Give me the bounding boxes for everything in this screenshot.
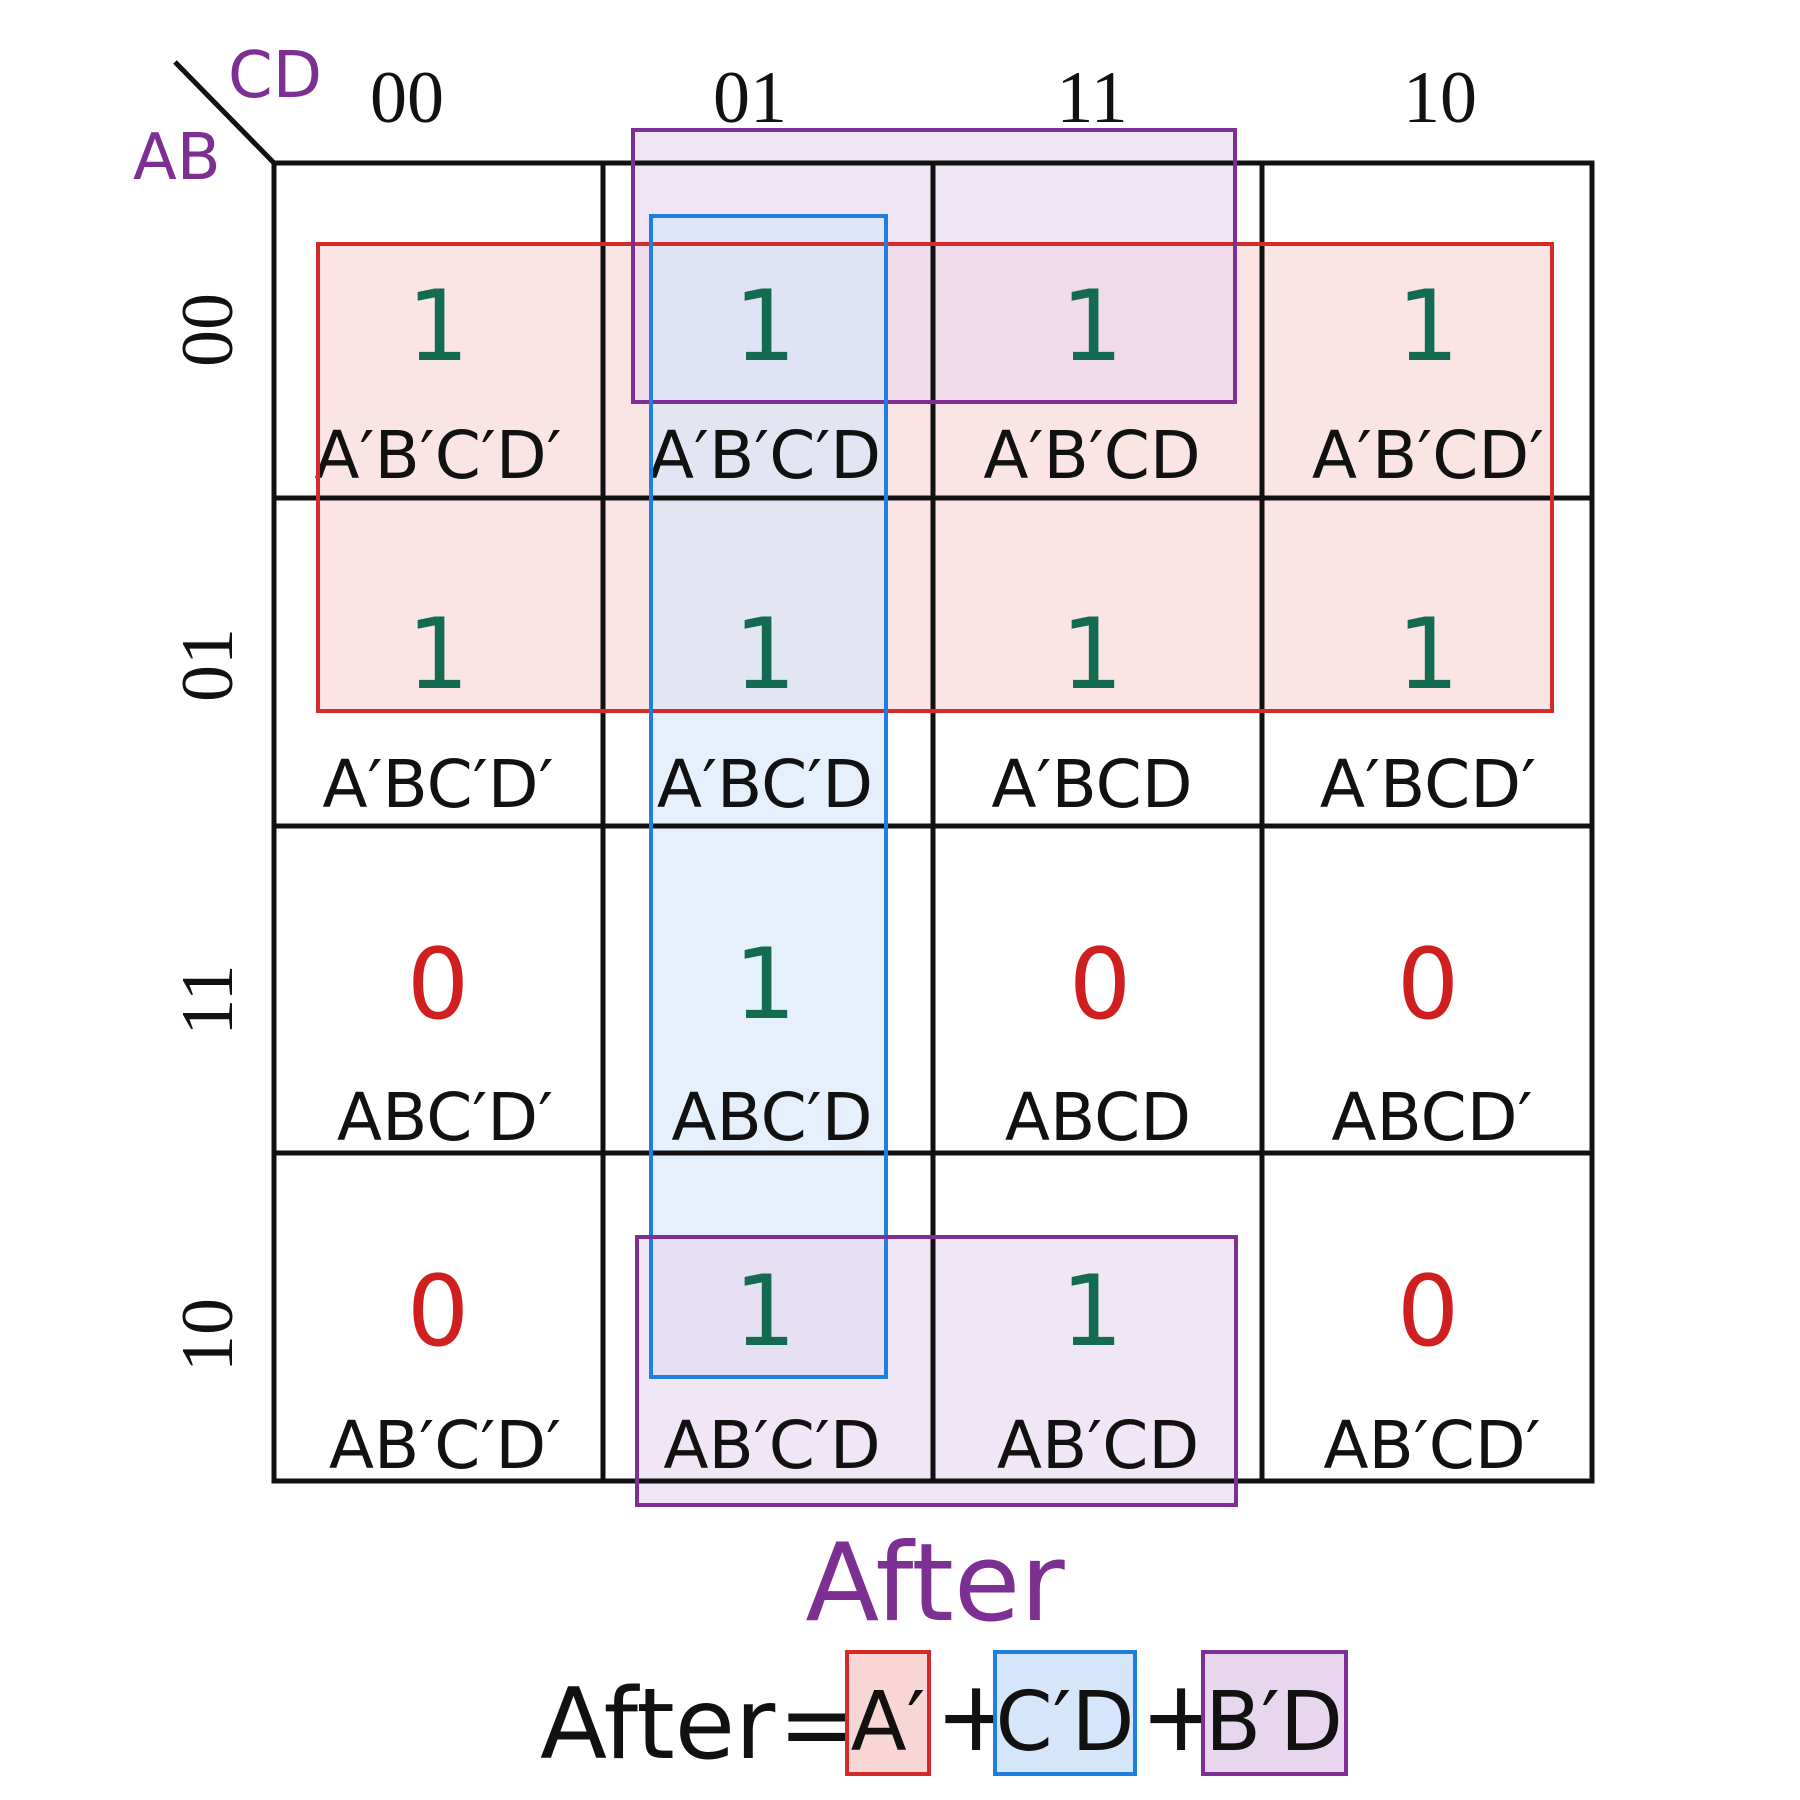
- cell-minterm: ABCD: [1005, 1079, 1191, 1156]
- group-outlines: [316, 128, 1554, 1507]
- term-box-a-prime: [845, 1650, 931, 1776]
- cell-minterm: A′B′CD: [983, 417, 1200, 494]
- row-header-11: 11: [167, 964, 249, 1035]
- group-a-prime-outline: [316, 242, 1554, 713]
- row-header-01: 01: [167, 628, 249, 702]
- cell-value: 1: [407, 598, 469, 712]
- cell-minterm: A′BC′D: [657, 746, 873, 823]
- cell-value: 1: [734, 928, 796, 1042]
- term-box-c-prime-d: [993, 1650, 1137, 1776]
- cell-minterm: A′BCD: [991, 746, 1192, 823]
- col-header-01: 01: [713, 57, 787, 139]
- cell-value: 1: [1061, 270, 1123, 384]
- corner-diagonal: [173, 60, 276, 165]
- cell-value: 1: [407, 270, 469, 384]
- cell-value: 1: [1397, 598, 1459, 712]
- cell-minterm: A′BC′D′: [322, 746, 553, 823]
- group-b-prime-d-bottom-outline: [635, 1235, 1238, 1507]
- cell-minterm: AB′C′D: [663, 1407, 880, 1484]
- cell-minterm: ABCD′: [1331, 1079, 1532, 1156]
- cell-value: 1: [734, 1255, 796, 1369]
- cell-minterm: AB′CD′: [1323, 1407, 1540, 1484]
- col-variable-label: CD: [228, 39, 322, 113]
- kmap-cells: 1 A′B′C′D′ 1 A′B′C′D 1 A′B′CD 1 A′B′CD′ …: [314, 270, 1544, 1484]
- term-a-prime: A′: [851, 1675, 926, 1770]
- row-variable-label: AB: [133, 121, 221, 195]
- col-header-11: 11: [1056, 57, 1127, 139]
- cell-minterm: A′BCD′: [1320, 746, 1536, 823]
- cell-value: 1: [1397, 270, 1459, 384]
- col-header-10: 10: [1403, 57, 1477, 139]
- cell-minterm: ABC′D: [671, 1079, 872, 1156]
- simplified-equation: After = A′ + C′D + B′D: [540, 1650, 1348, 1782]
- row-header-10: 10: [167, 1298, 249, 1372]
- kmap-grid: [271, 160, 1595, 1484]
- term-box-b-prime-d: [1201, 1650, 1348, 1776]
- cell-value: 1: [1061, 1255, 1123, 1369]
- cell-minterm: ABC′D′: [337, 1079, 553, 1156]
- cell-value: 1: [734, 598, 796, 712]
- cell-minterm: AB′CD: [997, 1407, 1199, 1484]
- cell-value: 0: [407, 928, 469, 1042]
- cell-minterm: A′B′CD′: [1312, 417, 1544, 494]
- cell-minterm: A′B′C′D: [649, 417, 881, 494]
- row-header-00: 00: [167, 293, 249, 367]
- group-b-prime-d-top-outline: [631, 128, 1237, 404]
- term-c-prime-d: C′D: [995, 1675, 1134, 1770]
- cell-value: 1: [734, 270, 796, 384]
- group-c-prime-d-fill: [651, 216, 886, 1377]
- term-b-prime-d: B′D: [1205, 1675, 1343, 1770]
- map-title: After: [805, 1521, 1065, 1646]
- equation-lhs: After: [540, 1668, 776, 1782]
- cell-value: 0: [1397, 928, 1459, 1042]
- group-b-prime-d-bottom-fill: [637, 1237, 1236, 1505]
- cell-minterm: AB′C′D′: [329, 1407, 561, 1484]
- cell-minterm: A′B′C′D′: [314, 417, 561, 494]
- cell-value: 0: [1069, 928, 1131, 1042]
- cell-value: 1: [1061, 598, 1123, 712]
- col-header-00: 00: [370, 57, 444, 139]
- cell-value: 0: [407, 1255, 469, 1369]
- group-c-prime-d-outline: [649, 214, 888, 1379]
- cell-value: 0: [1397, 1255, 1459, 1369]
